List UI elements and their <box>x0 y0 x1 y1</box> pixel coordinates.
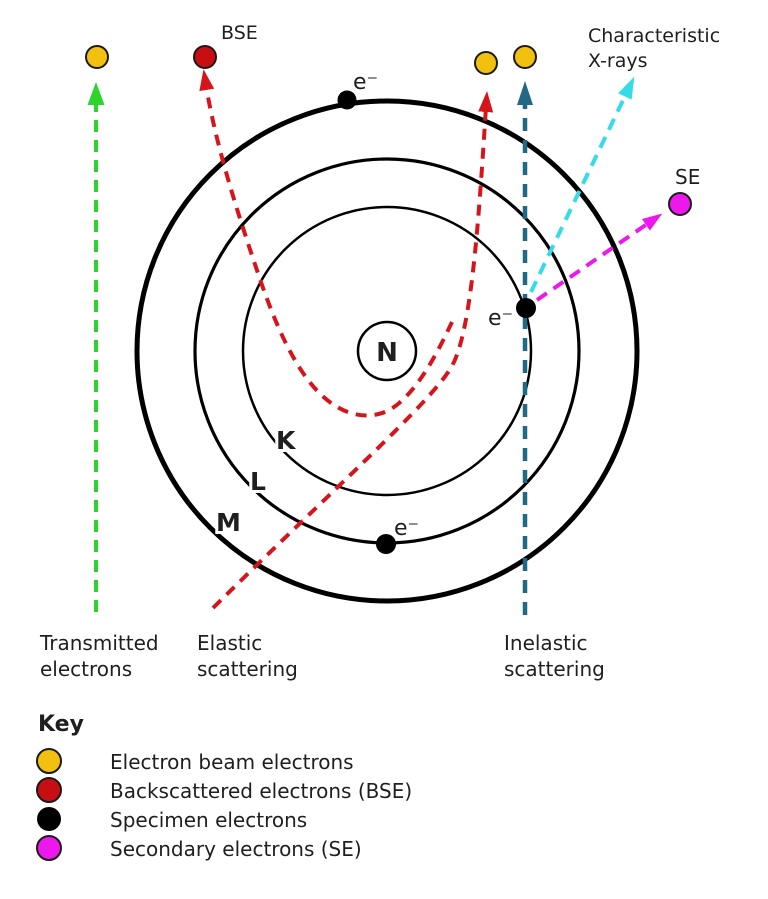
key-item-label-electron-beam: Electron beam electrons <box>110 750 354 774</box>
bse-label: BSE <box>221 22 258 44</box>
key-item-label-specimen: Specimen electrons <box>110 808 307 832</box>
key-item-label-backscattered: Backscattered electrons (BSE) <box>110 779 412 803</box>
characteristic-xrays-arrow <box>529 76 635 293</box>
electron-symbol-top: e⁻ <box>353 70 378 95</box>
elastic-scattering-label-line1: Elastic <box>197 631 262 655</box>
nucleus-label: N <box>376 338 398 368</box>
specimen-electron-dot-top <box>337 90 357 110</box>
nucleus-circle <box>356 320 418 382</box>
secondary-electron-arrow <box>535 213 663 302</box>
shell-m-label: M <box>216 508 241 537</box>
key-dot-electron-beam <box>36 748 62 774</box>
key-item-label-secondary: Secondary electrons (SE) <box>110 837 362 861</box>
elastic-scattering-path <box>211 91 494 610</box>
backscatter-path <box>199 69 454 418</box>
inelastic-scattering-label-line2: scattering <box>504 657 605 681</box>
key-dot-backscattered <box>36 777 62 803</box>
inelastic-scattering-label-line1: Inelastic <box>504 631 588 655</box>
electron-symbol-l-shell: e⁻ <box>394 516 419 541</box>
se-dot <box>668 192 692 216</box>
key-dot-specimen <box>37 807 61 831</box>
specimen-electron-dot-l-shell <box>376 534 396 554</box>
shell-m-orbit <box>134 98 640 604</box>
key-heading: Key <box>38 712 84 737</box>
bse-dot <box>193 45 217 69</box>
electron-beam-dot-elastic <box>474 51 498 75</box>
specimen-electron-dot-k-shell <box>516 298 536 318</box>
electron-beam-dot-transmitted <box>85 45 109 69</box>
characteristic-xrays-label-line2: X-rays <box>588 50 648 72</box>
transmitted-electrons-label-line1: Transmitted <box>39 631 159 655</box>
key-dot-secondary <box>36 835 62 861</box>
shell-l-label: L <box>250 467 266 496</box>
transmitted-electrons-label-line2: electrons <box>40 657 132 681</box>
electron-symbol-k-shell: e⁻ <box>488 306 513 331</box>
shell-k-label: K <box>276 426 297 455</box>
electron-beam-dot-inelastic <box>513 45 537 69</box>
elastic-scattering-label-line2: scattering <box>197 657 298 681</box>
se-label: SE <box>675 165 700 189</box>
shell-k-orbit <box>241 205 533 497</box>
characteristic-xrays-label-line1: Characteristic <box>588 25 720 47</box>
